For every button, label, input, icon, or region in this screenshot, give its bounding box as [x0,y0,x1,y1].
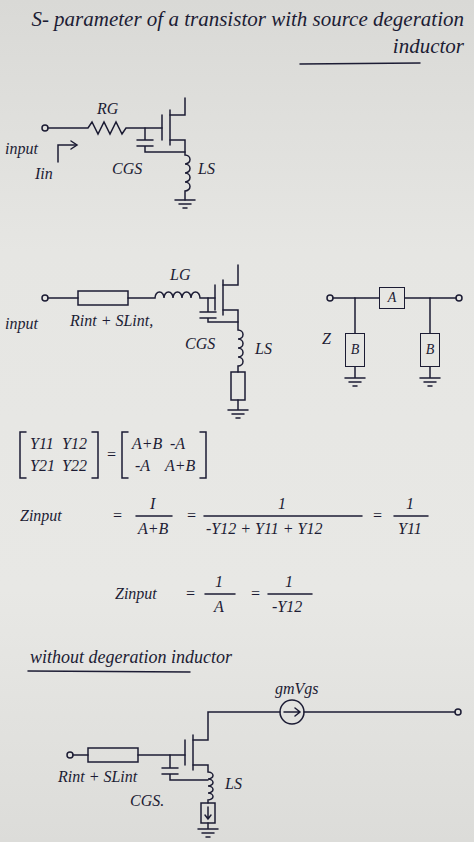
annotation-label: 1 [406,495,414,513]
annotation-label: = [186,507,197,525]
annotation-label: Y21 [30,457,55,475]
annotation-label: 1 [278,495,286,513]
annotation-label: Zinput [20,507,62,525]
annotation-label: = [250,585,261,603]
network-box: B [345,333,365,367]
annotation-label: RG [97,100,118,118]
box-label: A [388,290,397,306]
annotation-label: Y11 [30,435,54,453]
annotation-label: LS [225,775,242,793]
annotation-label: A [214,598,224,616]
network-box: A [379,287,405,309]
fraction-bar [136,516,428,594]
page-title: S- parameter of a transistor with source… [12,6,464,60]
network-box: B [420,333,440,367]
annotation-label: I [150,495,155,513]
annotation-label: 1 [215,573,223,591]
annotation-label: A+B [165,457,195,475]
annotation-label: gmVgs [275,680,319,698]
annotation-label: Z [322,330,331,348]
annotation-label: Iin [35,165,53,183]
box-label: B [351,342,360,358]
wire-connector [405,298,430,333]
matrix-bracket [20,432,206,478]
annotation-label: CGS. [130,792,164,810]
underline [300,63,420,64]
annotation-label: Rint + SLint [58,768,137,786]
annotation-label: A+B [132,435,162,453]
annotation-label: A+B [138,520,168,538]
annotation-label: = [372,507,383,525]
circuit-one [42,98,195,208]
annotation-label: 1 [285,573,293,591]
annotation-label: = [106,446,117,464]
annotation-label: Y22 [62,457,87,475]
annotation-label: -A [170,435,185,453]
underline [28,671,190,672]
annotation-label: Rint + SLint, [70,312,153,330]
annotation-label: Zinput [115,585,157,603]
annotation-label: without degeration inductor [30,648,232,666]
circuit-two [42,265,248,418]
annotation-label: CGS [112,160,142,178]
annotation-label: -A [135,457,150,475]
annotation-label: LG [170,266,190,284]
annotation-label: Y12 [62,435,87,453]
annotation-label: = [185,585,196,603]
wire-connector [355,298,379,333]
box-label: B [426,342,435,358]
annotation-label: LS [198,160,215,178]
annotation-label: input [5,140,38,158]
annotation-label: -Y12 [272,598,302,616]
annotation-label: = [112,507,123,525]
annotation-label: CGS [185,335,215,353]
annotation-label: Y11 [398,520,422,538]
annotation-label: LS [255,340,272,358]
annotation-label: input [5,315,38,333]
annotation-label: -Y12 + Y11 + Y12 [206,520,322,538]
